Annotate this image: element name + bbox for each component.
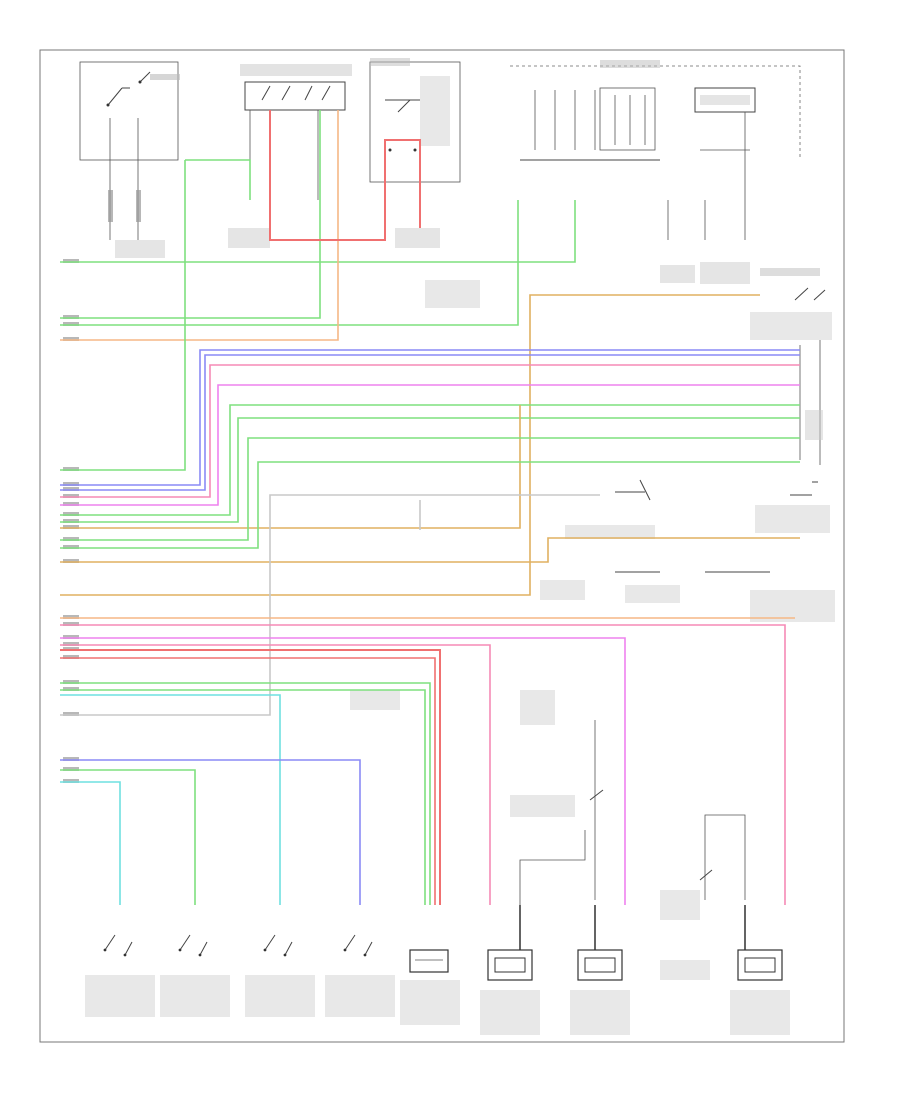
pin-label-bar bbox=[63, 502, 79, 506]
pin-label-bar bbox=[63, 687, 79, 691]
pin-label-bar bbox=[63, 494, 79, 498]
bottom-switch bbox=[85, 934, 155, 1017]
pin-label-bar bbox=[63, 615, 79, 619]
wire-harness bbox=[60, 110, 800, 950]
wire-pink-1 bbox=[60, 364, 800, 498]
relay-switch-middle bbox=[510, 690, 604, 905]
pin-label-bar bbox=[63, 545, 79, 549]
middle-sensor-label bbox=[425, 280, 480, 308]
wire-red-top bbox=[269, 110, 421, 241]
bottom-switch bbox=[160, 934, 230, 1017]
wire-green-top2 bbox=[185, 159, 251, 200]
wire-green-top bbox=[60, 200, 576, 263]
pin-label-bar bbox=[63, 622, 79, 626]
pin-label-bar bbox=[63, 512, 79, 516]
top-left-switch bbox=[79, 61, 180, 258]
wire-blue-1 bbox=[60, 349, 800, 486]
wire-blue-2 bbox=[60, 354, 800, 491]
left-pin-labels bbox=[63, 259, 79, 783]
top-fuse-module bbox=[369, 58, 461, 248]
wire-cyan-1 bbox=[60, 694, 281, 905]
diagram-frame bbox=[39, 49, 845, 1043]
top-right-connector-block bbox=[510, 60, 801, 284]
bottom-switch-group bbox=[85, 934, 395, 1017]
pin-label-bar bbox=[63, 635, 79, 639]
wire-gray-1 bbox=[60, 494, 600, 716]
heater-module bbox=[730, 949, 790, 1035]
pin-label-bar bbox=[63, 487, 79, 491]
wire-green-bl bbox=[60, 769, 196, 905]
wire-magenta-1 bbox=[60, 384, 800, 506]
wire-tan-top bbox=[60, 294, 760, 596]
pin-label-bar bbox=[63, 337, 79, 341]
wire-cyan-bl bbox=[60, 781, 121, 905]
wire-orange-2 bbox=[60, 537, 800, 563]
bottom-switch bbox=[245, 934, 315, 1017]
pin-label-bar bbox=[63, 779, 79, 783]
pin-label-bar bbox=[63, 537, 79, 541]
wire-green-low bbox=[60, 682, 431, 905]
wire-green-5 bbox=[60, 461, 800, 549]
wire-green-low2 bbox=[60, 689, 426, 905]
wire-green-4 bbox=[60, 437, 800, 541]
wire-red-low bbox=[60, 649, 441, 905]
pin-label-bar bbox=[63, 767, 79, 771]
wire-pink-low2 bbox=[60, 644, 491, 905]
right-switch-group bbox=[540, 268, 835, 622]
wire-green-b bbox=[60, 200, 519, 326]
pin-label-bar bbox=[63, 322, 79, 326]
bottom-right-connector bbox=[660, 814, 746, 980]
wire-green-a bbox=[60, 110, 321, 319]
pin-label-bar bbox=[63, 642, 79, 646]
middle-switch-label bbox=[350, 690, 400, 710]
heater-module bbox=[480, 949, 540, 1035]
pin-label-bar bbox=[63, 655, 79, 659]
wire-orange-a bbox=[60, 110, 339, 341]
heater-modules bbox=[480, 949, 790, 1035]
pin-label-bar bbox=[63, 467, 79, 471]
top-center-relay bbox=[228, 64, 352, 248]
pin-label-bar bbox=[63, 757, 79, 761]
wire-blue-low bbox=[60, 759, 361, 905]
pin-label-bar bbox=[63, 680, 79, 684]
pin-label-bar bbox=[63, 259, 79, 263]
pin-label-bar bbox=[63, 482, 79, 486]
wire-magenta-low bbox=[60, 637, 626, 905]
heater-module bbox=[570, 949, 630, 1035]
pin-label-bar bbox=[63, 525, 79, 529]
pin-label-bar bbox=[63, 559, 79, 563]
wire-green-vert bbox=[60, 160, 186, 471]
wire-green-2 bbox=[60, 404, 800, 516]
pin-label-bar bbox=[63, 315, 79, 319]
left-bottom-module bbox=[400, 949, 460, 1025]
pin-label-bar bbox=[63, 519, 79, 523]
wire-tan-2 bbox=[60, 405, 521, 529]
bottom-switch bbox=[325, 934, 395, 1017]
wire-green-3 bbox=[60, 417, 800, 523]
pin-label-bar bbox=[63, 712, 79, 716]
wire-pink-low bbox=[60, 624, 786, 905]
wire-red-low2 bbox=[60, 657, 436, 905]
